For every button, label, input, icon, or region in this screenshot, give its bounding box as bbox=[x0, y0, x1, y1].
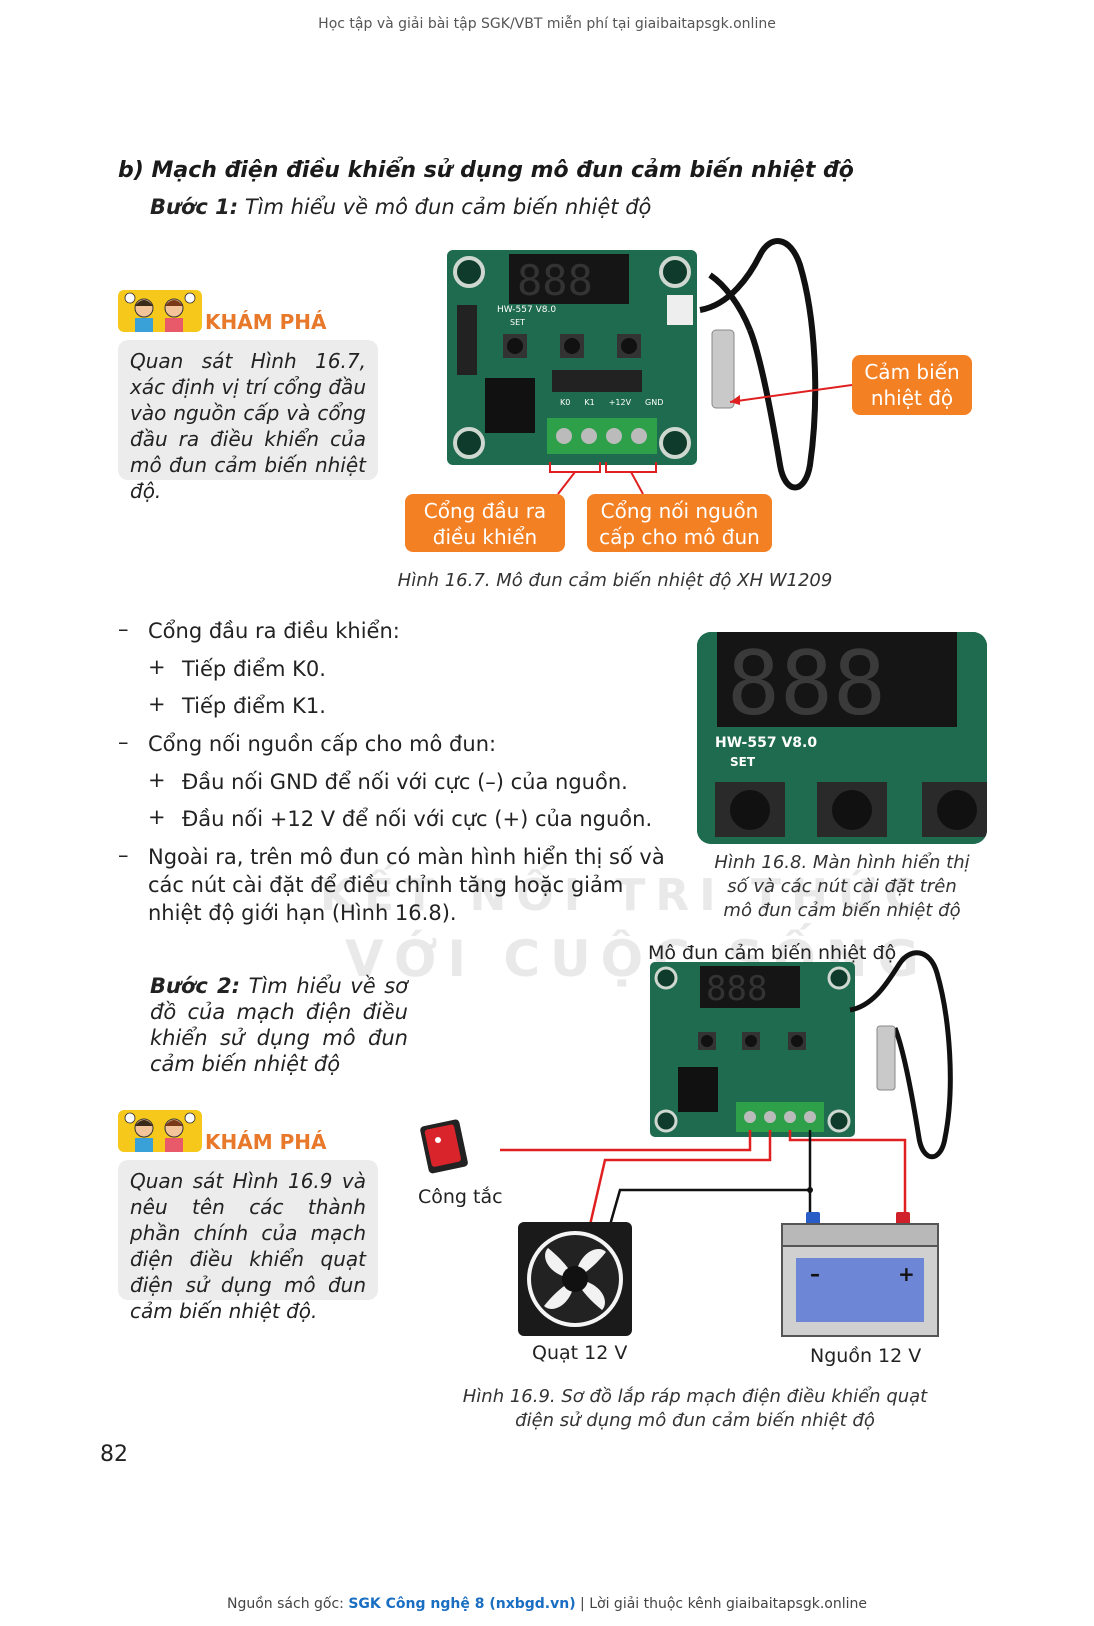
list-dash-1: – bbox=[118, 617, 129, 641]
fig167-module-board: 888 bbox=[447, 250, 697, 465]
source-label: Nguồn 12 V bbox=[810, 1345, 922, 1367]
list-dash-2: – bbox=[118, 730, 129, 754]
list-plus-4: + bbox=[148, 805, 166, 829]
fig167-set-label: SET bbox=[510, 318, 526, 327]
terminal-12v: +12V bbox=[608, 398, 632, 407]
footer-suffix: | Lời giải thuộc kênh giaibaitapsgk.onli… bbox=[575, 1596, 867, 1612]
fig169-module-label: Mô đun cảm biến nhiệt độ bbox=[648, 942, 897, 964]
fig169-module-board: 888 bbox=[650, 962, 855, 1137]
step1-label: Bước 1: bbox=[150, 195, 239, 219]
list-item-2-sub-1: Đầu nối GND để nối với cực (–) của nguồn… bbox=[182, 770, 628, 794]
callout-sensor: Cảm biến nhiệt độ bbox=[852, 355, 972, 415]
fig168-caption: Hình 16.8. Màn hình hiển thị số và các n… bbox=[714, 852, 970, 921]
footer-prefix: Nguồn sách gốc: bbox=[227, 1596, 349, 1612]
explore2-heading: KHÁM PHÁ bbox=[205, 1130, 327, 1154]
list-plus-3: + bbox=[148, 768, 166, 792]
step1-body: Tìm hiểu về mô đun cảm biến nhiệt độ bbox=[238, 195, 652, 219]
watermark-line1: KẾT NỐI TRI THỨC bbox=[320, 870, 927, 921]
callout-power: Cổng nối nguồn cấp cho mô đun bbox=[587, 494, 772, 552]
switch-icon bbox=[418, 1116, 474, 1180]
step2-label: Bước 2: bbox=[150, 974, 241, 998]
page-header: Học tập và giải bài tập SGK/VBT miễn phí… bbox=[318, 16, 776, 32]
svg-text:888: 888 bbox=[706, 969, 767, 1009]
list-item-1: Cổng đầu ra điều khiển: bbox=[148, 619, 400, 643]
fan-icon bbox=[518, 1222, 632, 1336]
fig167-board-label: HW-557 V8.0 bbox=[497, 305, 557, 315]
list-item-1-sub-1: Tiếp điểm K0. bbox=[182, 657, 326, 681]
explore2-box: Quan sát Hình 16.9 và nêu tên các thành … bbox=[118, 1160, 378, 1323]
fig168-set-label: SET bbox=[730, 755, 756, 769]
fig169-caption: Hình 16.9. Sơ đồ lắp ráp mạch điện điều … bbox=[462, 1386, 928, 1431]
list-plus-1: + bbox=[148, 655, 166, 679]
list-item-1-sub-2: Tiếp điểm K1. bbox=[182, 694, 326, 718]
list-dash-3: – bbox=[118, 843, 129, 867]
list-item-3: Ngoài ra, trên mô đun có màn hình hiển t… bbox=[148, 845, 665, 925]
fig167-terminal-labels: K0 K1 +12V GND bbox=[560, 398, 663, 407]
fan-label: Quạt 12 V bbox=[532, 1342, 628, 1364]
svg-text:888: 888 bbox=[517, 256, 593, 305]
page-footer: Nguồn sách gốc: SGK Công nghệ 8 (nxbgd.v… bbox=[0, 1596, 1094, 1612]
terminal-gnd: GND bbox=[645, 398, 664, 407]
terminal-k0: K0 bbox=[560, 398, 571, 407]
fig168-photo: 888 bbox=[697, 632, 987, 844]
explore1-box: Quan sát Hình 16.7, xác định vị trí cổng… bbox=[118, 340, 378, 503]
fig168-board-label: HW-557 V8.0 bbox=[715, 735, 818, 751]
fig169-sensor-cable bbox=[845, 948, 975, 1168]
step2-body: Tìm hiểu về sơ đồ của mạch điện điều khi… bbox=[150, 974, 408, 1076]
callout-sensor-arrow bbox=[720, 377, 853, 407]
section-title: b) Mạch điện điều khiển sử dụng mô đun c… bbox=[118, 158, 854, 183]
step2-text: Bước 2: Tìm hiểu về sơ đồ của mạch điện … bbox=[150, 973, 408, 1077]
battery-minus: – bbox=[810, 1262, 820, 1286]
fig167-caption: Hình 16.7. Mô đun cảm biến nhiệt độ XH W… bbox=[397, 570, 833, 591]
svg-text:888: 888 bbox=[727, 632, 886, 735]
callout-brackets bbox=[548, 462, 660, 502]
page-number: 82 bbox=[100, 1442, 128, 1467]
kids-icon-2 bbox=[118, 1110, 202, 1152]
battery-icon bbox=[780, 1210, 940, 1338]
explore1-heading: KHÁM PHÁ bbox=[205, 310, 327, 334]
footer-source-link[interactable]: SGK Công nghệ 8 (nxbgd.vn) bbox=[348, 1596, 576, 1612]
callout-output: Cổng đầu ra điều khiển bbox=[405, 494, 565, 552]
battery-plus: + bbox=[898, 1262, 915, 1286]
list-item-2: Cổng nối nguồn cấp cho mô đun: bbox=[148, 732, 497, 756]
fig169-wires bbox=[460, 1130, 940, 1230]
step1-text: Bước 1: Tìm hiểu về mô đun cảm biến nhiệ… bbox=[150, 195, 651, 219]
list-plus-2: + bbox=[148, 692, 166, 716]
list-item-2-sub-2: Đầu nối +12 V để nối với cực (+) của ngu… bbox=[182, 807, 653, 831]
terminal-k1: K1 bbox=[584, 398, 595, 407]
switch-label: Công tắc bbox=[418, 1186, 503, 1208]
kids-icon bbox=[118, 290, 202, 332]
fig167-sensor-cable bbox=[690, 235, 850, 500]
